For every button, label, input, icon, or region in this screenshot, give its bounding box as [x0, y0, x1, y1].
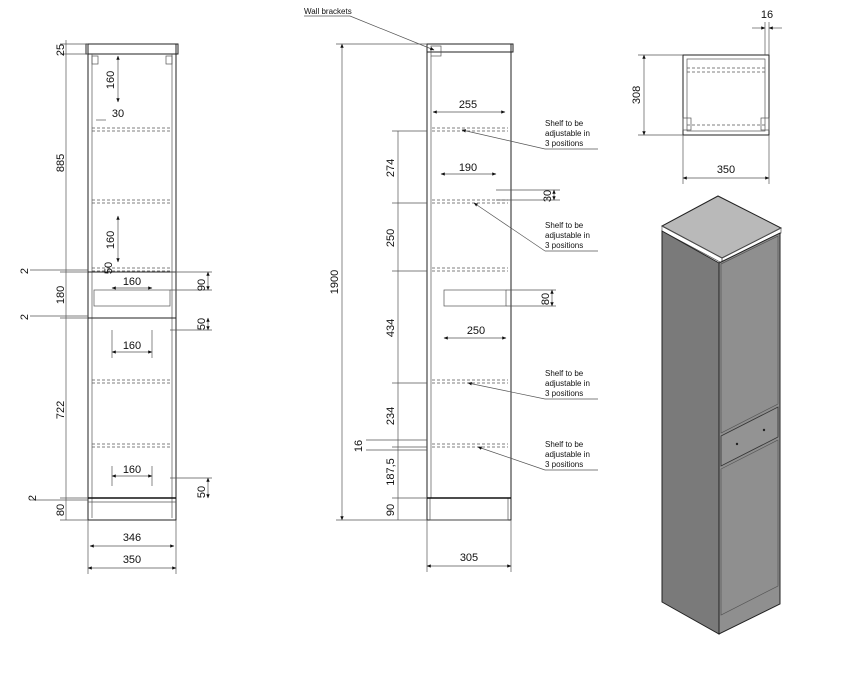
dim-side-drawer-width: 250: [467, 325, 485, 337]
dim-side-mid-gap: 30: [542, 190, 554, 202]
dim-front-inner-width: 346: [123, 532, 141, 544]
dim-front-upper: 885: [55, 154, 67, 172]
note-2-line-1: Shelf to be: [545, 221, 584, 230]
cabinet-3d-view: [660, 195, 783, 635]
dim-side-top-width: 255: [459, 99, 477, 111]
dim-front-bottom-width: 160: [123, 464, 141, 476]
dim-side-s6: 187,5: [385, 458, 397, 486]
dim-top-thickness: 16: [761, 9, 773, 21]
dim-front-middle: 180: [55, 286, 67, 304]
dim-side-total: 1900: [329, 270, 341, 294]
note-3-line-3: 3 positions: [545, 389, 583, 398]
side-view: Wall brackets 1900 274 250 434 234 16 18…: [304, 7, 598, 572]
cabinet-side-face: [661, 230, 720, 635]
top-outline: [682, 54, 770, 136]
side-outline: [426, 43, 512, 521]
dim-top-width: 350: [717, 164, 735, 176]
wall-brackets-label: Wall brackets: [304, 7, 352, 16]
note-3-line-1: Shelf to be: [545, 369, 584, 378]
dim-front-bracket: 30: [112, 108, 124, 120]
dim-front-drawer-offset: 50: [103, 262, 115, 274]
shelf-note-3: Shelf to be adjustable in 3 positions: [467, 369, 598, 400]
shelf-note-2: Shelf to be adjustable in 3 positions: [473, 202, 598, 252]
note-2-line-2: adjustable in: [545, 231, 590, 240]
dim-side-mid-width: 190: [459, 162, 477, 174]
dim-front-gap-2: 2: [19, 314, 31, 320]
dim-front-bottom-gap: 50: [196, 486, 208, 498]
shelf-note-4: Shelf to be adjustable in 3 positions: [477, 440, 598, 471]
dim-side-s7: 90: [385, 504, 397, 516]
note-1-line-3: 3 positions: [545, 139, 583, 148]
dim-front-gap-3: 2: [27, 495, 39, 501]
dim-front-upper-gap: 160: [105, 71, 117, 89]
dim-side-drawer-height: 80: [540, 293, 552, 305]
top-view: 16 308 350: [631, 9, 782, 184]
dim-front-lower-width: 160: [123, 340, 141, 352]
note-4-line-1: Shelf to be: [545, 440, 584, 449]
note-3-line-2: adjustable in: [545, 379, 590, 388]
note-4-line-2: adjustable in: [545, 450, 590, 459]
dim-front-top: 25: [55, 44, 67, 56]
shelf-note-1: Shelf to be adjustable in 3 positions: [461, 119, 598, 150]
dim-side-s5: 16: [353, 440, 365, 452]
front-view: 25 885 2 180 2 722 2 80 160 30 160 50 16…: [19, 40, 212, 574]
dim-side-s4: 234: [385, 407, 397, 425]
front-top-plate: [85, 43, 179, 55]
dim-side-s3: 434: [385, 319, 397, 337]
dim-front-gap-1: 2: [19, 268, 31, 274]
dim-front-base: 80: [55, 504, 67, 516]
note-4-line-3: 3 positions: [545, 460, 583, 469]
dim-side-depth: 305: [460, 552, 478, 564]
dim-front-shelf-gap: 160: [105, 231, 117, 249]
dim-side-s2: 250: [385, 229, 397, 247]
cabinet-drawer-front: [720, 406, 779, 467]
dim-front-lower: 722: [55, 401, 67, 419]
dim-front-outer-width: 350: [123, 554, 141, 566]
dim-top-depth: 308: [631, 86, 643, 104]
dim-front-drawer-width: 160: [123, 276, 141, 288]
dim-front-lower-gap: 50: [196, 318, 208, 330]
dim-front-drawer-height: 90: [196, 279, 208, 291]
dim-side-s1: 274: [385, 159, 397, 177]
note-1-line-2: adjustable in: [545, 129, 590, 138]
side-top-plate: [426, 43, 514, 53]
note-1-line-1: Shelf to be: [545, 119, 584, 128]
note-2-line-3: 3 positions: [545, 241, 583, 250]
